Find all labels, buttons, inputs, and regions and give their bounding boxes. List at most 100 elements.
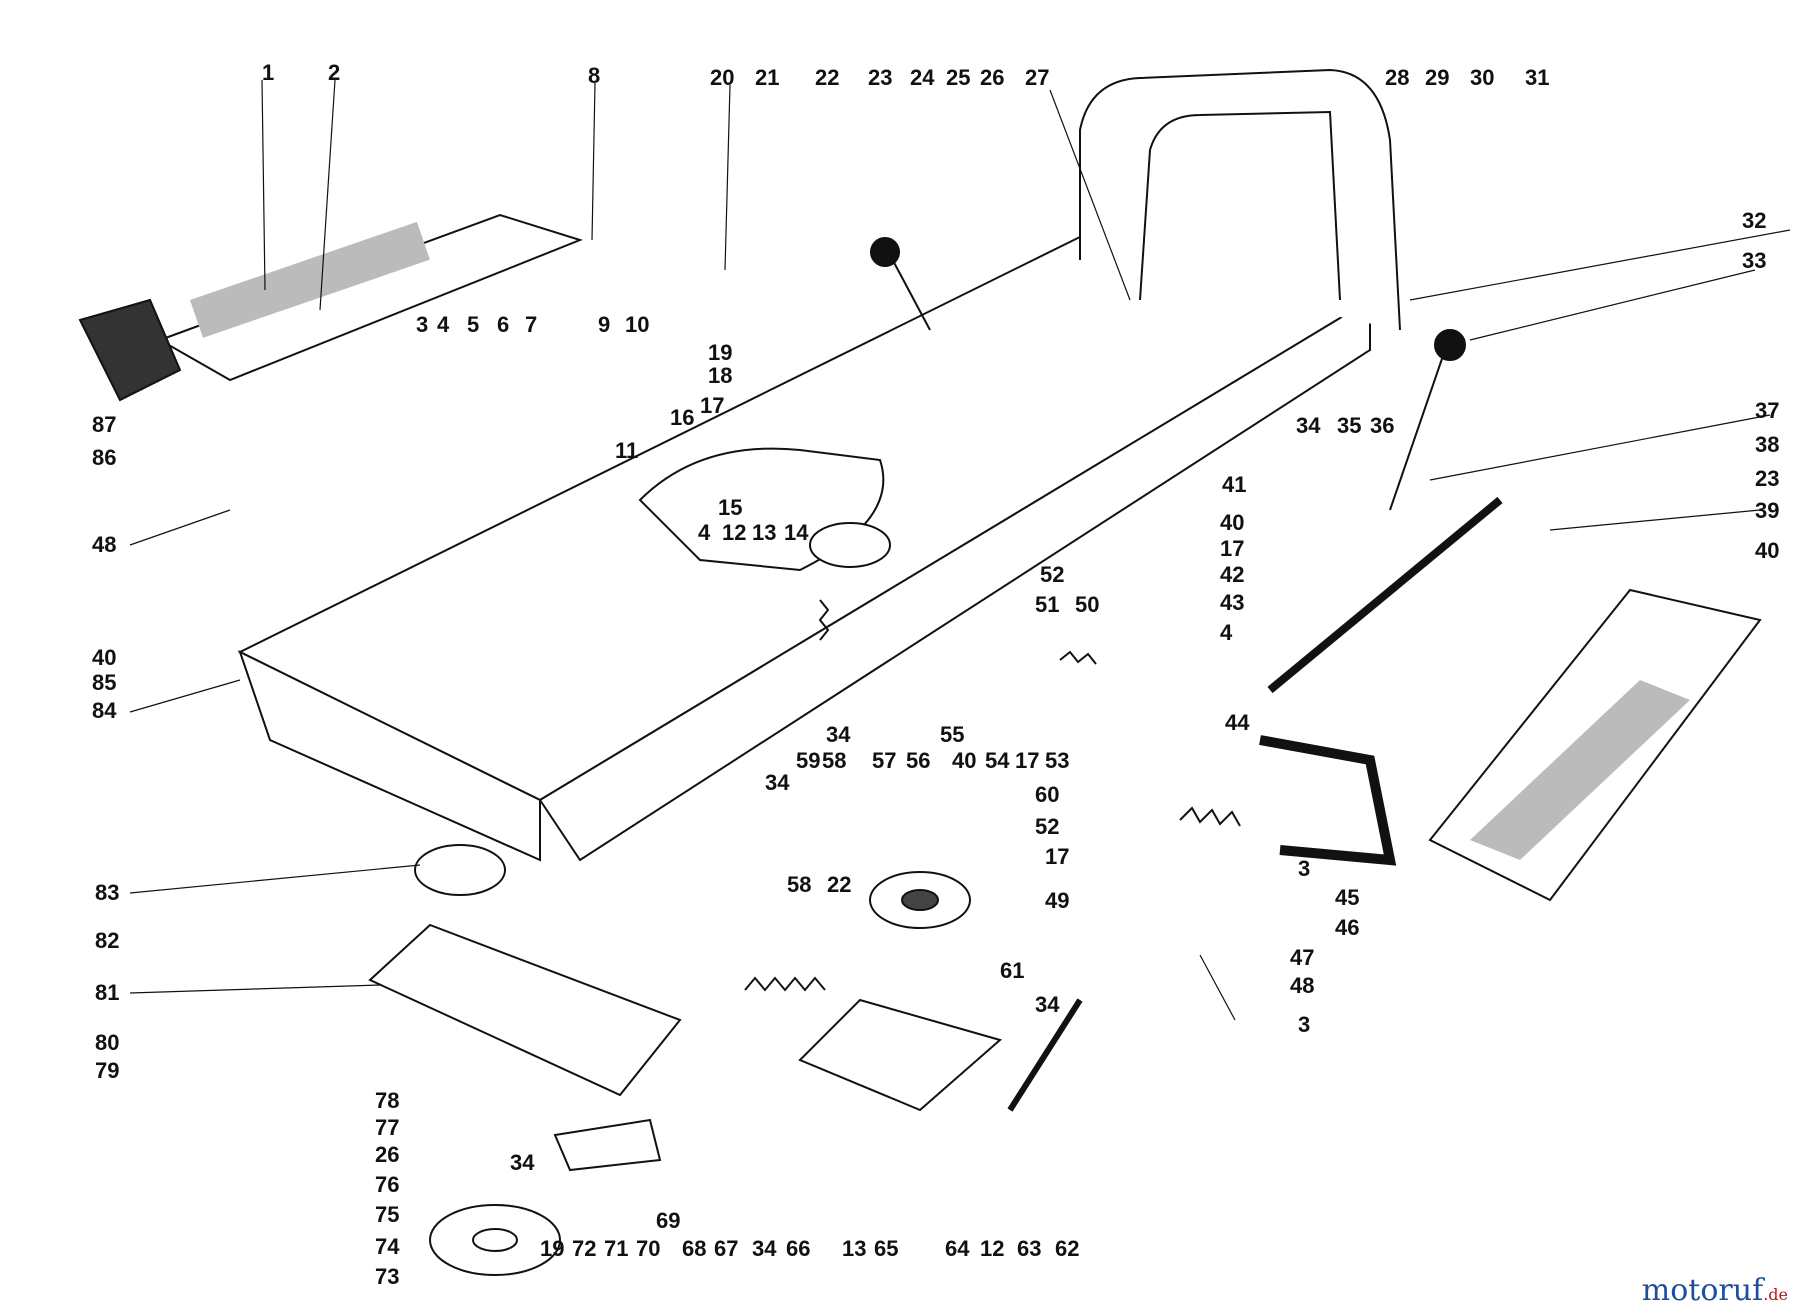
label: 23 <box>1755 466 1779 491</box>
label: 43 <box>1220 590 1244 615</box>
label: 17 <box>1220 536 1244 561</box>
label: 8 <box>588 63 600 88</box>
watermark-brand: motoruf <box>1641 1273 1764 1308</box>
label: 13 <box>752 520 776 545</box>
rod-38 <box>1267 496 1503 694</box>
label: 40 <box>952 748 976 773</box>
left-footrest-tread <box>190 221 430 338</box>
label: 34 <box>1296 413 1321 438</box>
label: 87 <box>92 412 116 437</box>
label: 15 <box>718 495 742 520</box>
bracket-65 <box>798 998 1003 1112</box>
label: 85 <box>92 670 116 695</box>
rod-62 <box>1007 998 1083 1112</box>
label: 78 <box>375 1088 399 1113</box>
label: 60 <box>1035 782 1059 807</box>
label: 20 <box>710 65 734 90</box>
label: 6 <box>497 312 509 337</box>
seat-support-arch <box>1079 68 1401 331</box>
label: 76 <box>375 1172 399 1197</box>
label: 40 <box>92 645 116 670</box>
label: 66 <box>786 1236 810 1261</box>
label: 54 <box>985 748 1010 773</box>
label: 41 <box>1222 472 1246 497</box>
label: 37 <box>1755 398 1779 423</box>
label: 7 <box>525 312 537 337</box>
label: 63 <box>1017 1236 1041 1261</box>
label: 36 <box>1370 413 1394 438</box>
label: 17 <box>700 393 724 418</box>
label: 56 <box>906 748 930 773</box>
watermark-logo: motoruf.de <box>1642 1273 1788 1308</box>
label: 81 <box>95 980 119 1005</box>
label: 46 <box>1335 915 1359 940</box>
bracket-plate-81 <box>368 923 682 1097</box>
label: 79 <box>95 1058 119 1083</box>
label: 70 <box>636 1236 660 1261</box>
label: 48 <box>92 532 116 557</box>
label: 80 <box>95 1030 119 1055</box>
label: 77 <box>375 1115 399 1140</box>
label: 34 <box>510 1150 535 1175</box>
label: 3 <box>1298 856 1310 881</box>
label: 34 <box>765 770 790 795</box>
spring-43 <box>1059 650 1097 665</box>
left-pedal <box>78 298 182 402</box>
label: 25 <box>946 65 970 90</box>
label: 64 <box>945 1236 970 1261</box>
label: 12 <box>722 520 746 545</box>
label: 3 <box>416 312 428 337</box>
lever-33 <box>1389 349 1446 511</box>
bracket-69 <box>553 1118 662 1172</box>
pulley-73-hub <box>472 1228 518 1252</box>
label: 50 <box>1075 592 1099 617</box>
label: 4 <box>698 520 711 545</box>
label: 67 <box>714 1236 738 1261</box>
label: 17 <box>1045 844 1069 869</box>
label: 47 <box>1290 945 1314 970</box>
label: 21 <box>755 65 779 90</box>
label: 29 <box>1425 65 1449 90</box>
label: 38 <box>1755 432 1779 457</box>
label: 68 <box>682 1236 706 1261</box>
label: 14 <box>784 520 809 545</box>
label: 61 <box>1000 958 1024 983</box>
label: 75 <box>375 1202 399 1227</box>
right-footrest-tread <box>1470 680 1690 860</box>
label: 57 <box>872 748 896 773</box>
label: 82 <box>95 928 119 953</box>
label: 55 <box>940 722 964 747</box>
label: 2 <box>328 60 340 85</box>
label: 65 <box>874 1236 898 1261</box>
label: 35 <box>1337 413 1361 438</box>
label: 24 <box>910 65 935 90</box>
knob-24 <box>870 237 900 267</box>
label: 11 <box>615 438 638 463</box>
label: 52 <box>1040 562 1064 587</box>
label: 34 <box>752 1236 777 1261</box>
label: 31 <box>1525 65 1549 90</box>
label: 71 <box>604 1236 628 1261</box>
label: 1 <box>262 60 274 85</box>
label: 19 <box>708 340 732 365</box>
spring-57 <box>818 599 830 641</box>
main-frame-end <box>538 298 1371 862</box>
part-labels: 1 2 8 20 21 22 23 24 25 26 27 28 29 30 3… <box>92 60 1779 1289</box>
label: 4 <box>437 312 450 337</box>
label: 39 <box>1755 498 1779 523</box>
spring-44 <box>1179 806 1241 827</box>
label: 27 <box>1025 65 1049 90</box>
label: 10 <box>625 312 649 337</box>
label: 18 <box>708 363 732 388</box>
label: 62 <box>1055 1236 1079 1261</box>
drawing <box>78 68 1762 1276</box>
label: 40 <box>1755 538 1779 563</box>
label: 26 <box>375 1142 399 1167</box>
label: 84 <box>92 698 117 723</box>
label: 12 <box>980 1236 1004 1261</box>
leader-lines <box>129 79 1791 1021</box>
label: 34 <box>1035 992 1060 1017</box>
label: 58 <box>787 872 811 897</box>
label: 74 <box>375 1234 400 1259</box>
